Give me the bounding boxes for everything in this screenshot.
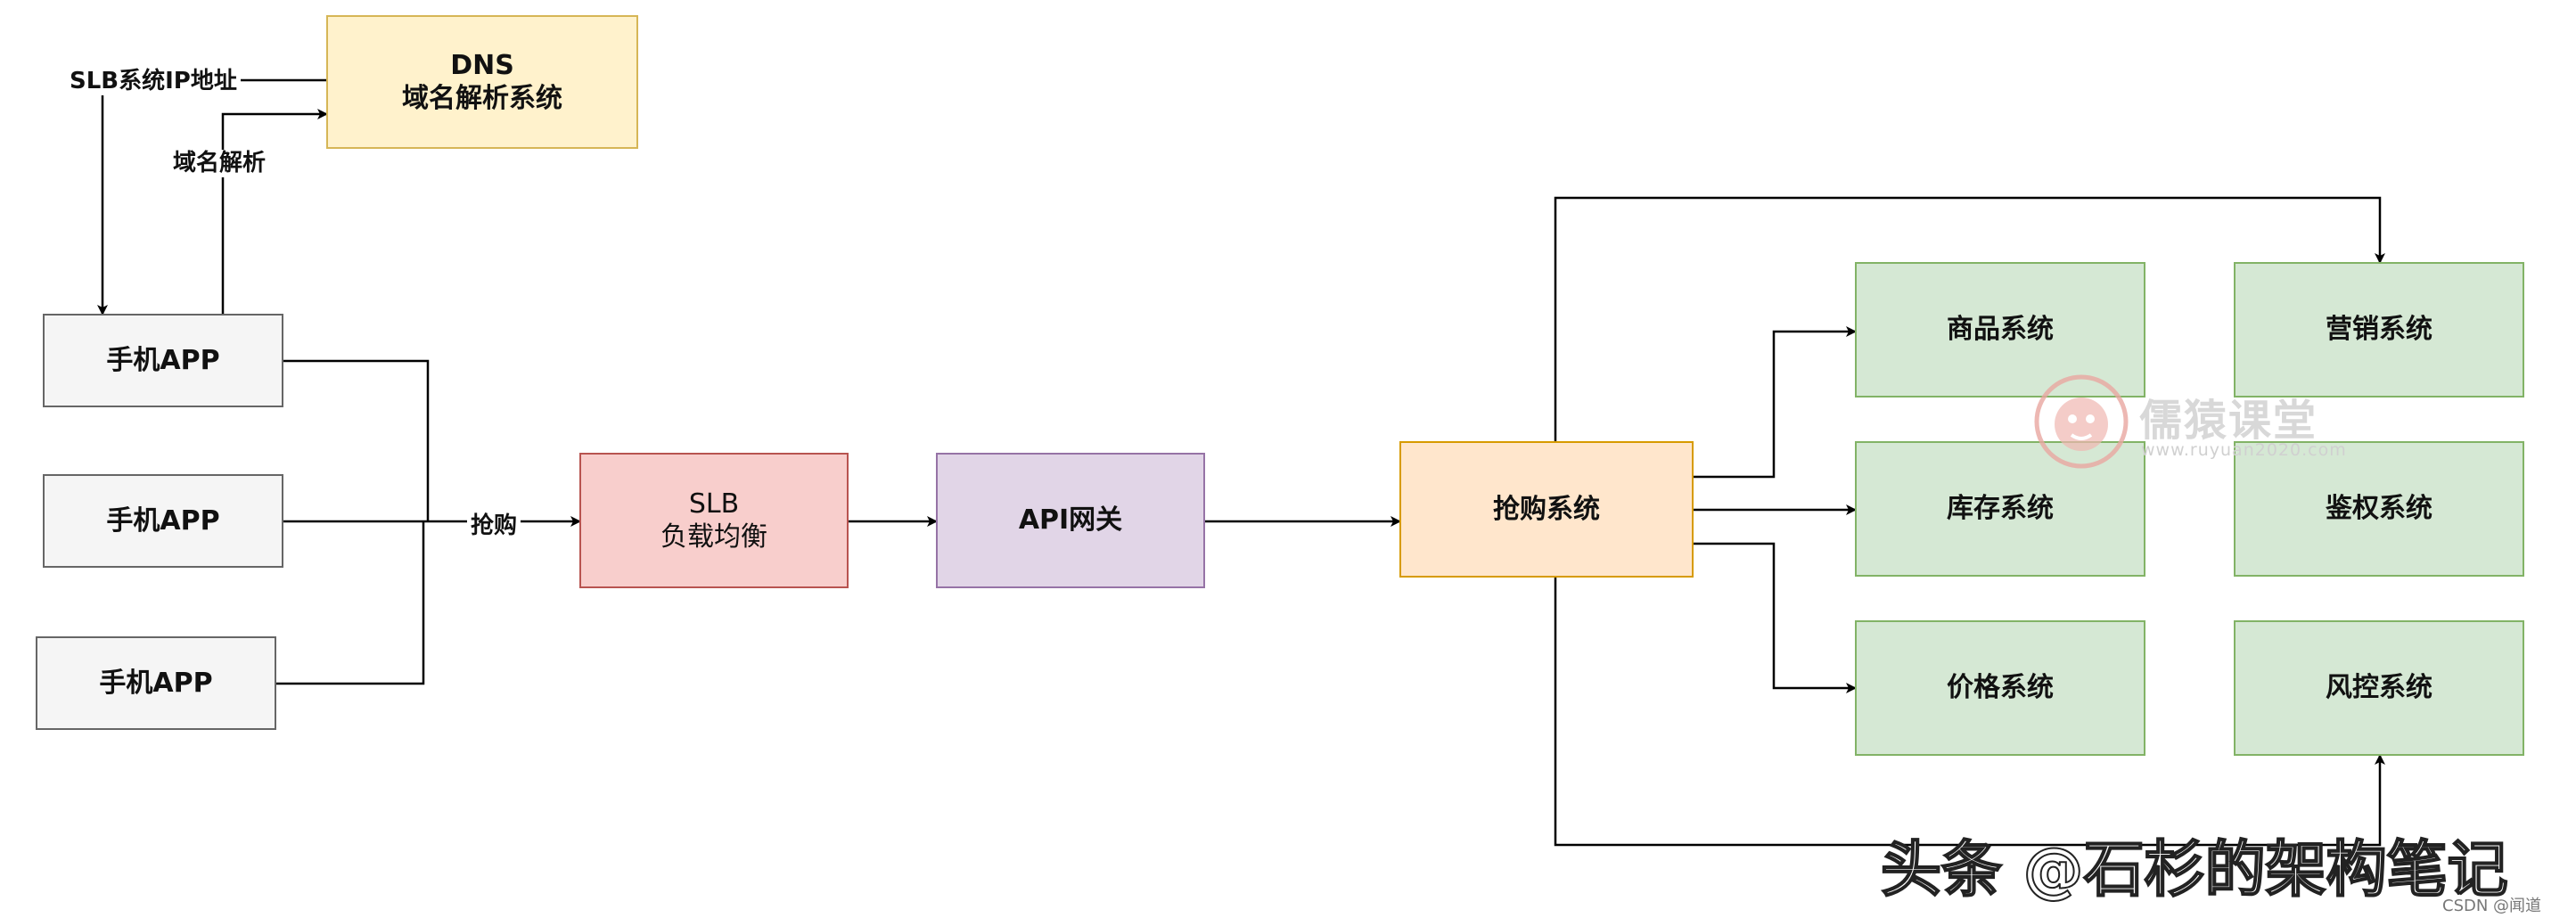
phone-app-label: 手机APP xyxy=(106,504,220,537)
product-system-label: 商品系统 xyxy=(1947,314,2054,346)
edge-phone1-merge xyxy=(283,359,430,521)
marketing-system-label: 营销系统 xyxy=(2326,314,2432,346)
dns-node-subtitle: 域名解析系统 xyxy=(402,83,562,114)
risk-system-node[interactable]: 风控系统 xyxy=(2234,620,2524,756)
edge-label-slb-ip: SLB系统IP地址 xyxy=(66,68,241,96)
edge-rush-to-product xyxy=(1694,326,1857,479)
api-gateway-label: API网关 xyxy=(1018,504,1123,537)
edge-phone3-merge xyxy=(276,521,425,685)
phone-app-label: 手机APP xyxy=(99,667,213,699)
edge-dns-to-phone xyxy=(97,78,326,316)
rush-system-node[interactable]: 抢购系统 xyxy=(1399,441,1694,578)
slb-node[interactable]: SLB 负载均衡 xyxy=(579,453,849,588)
ruyuan-watermark-url: www.ruyuan2020.com xyxy=(2141,440,2347,460)
price-system-node[interactable]: 价格系统 xyxy=(1855,620,2145,756)
edge-label-domain-resolve: 域名解析 xyxy=(169,150,270,178)
auth-system-node[interactable]: 鉴权系统 xyxy=(2234,441,2524,577)
price-system-label: 价格系统 xyxy=(1947,672,2054,704)
marketing-system-node[interactable]: 营销系统 xyxy=(2234,262,2524,398)
phone-app-node[interactable]: 手机APP xyxy=(43,314,283,407)
edge-rush-to-price xyxy=(1694,542,1857,693)
dns-node-title: DNS xyxy=(450,49,514,81)
product-system-node[interactable]: 商品系统 xyxy=(1855,262,2145,398)
edge-rush-to-marketing xyxy=(1554,196,2385,441)
phone-app-node[interactable]: 手机APP xyxy=(43,474,283,568)
api-gateway-node[interactable]: API网关 xyxy=(936,453,1205,588)
edge-label-rush-buy: 抢购 xyxy=(467,512,521,541)
rush-system-label: 抢购系统 xyxy=(1493,493,1600,525)
slb-node-title: SLB xyxy=(688,488,740,520)
inventory-system-label: 库存系统 xyxy=(1947,493,2054,525)
edge-rush-to-risk xyxy=(1554,578,2385,847)
ruyuan-watermark-text: 儒猿课堂 xyxy=(2139,396,2318,446)
slb-node-subtitle: 负载均衡 xyxy=(660,521,767,553)
risk-system-label: 风控系统 xyxy=(2326,672,2432,704)
toutiao-watermark: 头条 @石杉的架构笔记 xyxy=(1880,834,2509,906)
phone-app-label: 手机APP xyxy=(106,344,220,376)
phone-app-node[interactable]: 手机APP xyxy=(36,636,276,730)
auth-system-label: 鉴权系统 xyxy=(2326,493,2432,525)
csdn-watermark: CSDN @闻道 xyxy=(2442,897,2542,915)
dns-node[interactable]: DNS 域名解析系统 xyxy=(326,15,638,149)
ruyuan-logo-icon xyxy=(2034,374,2129,469)
edge-phone-to-dns xyxy=(221,109,328,314)
